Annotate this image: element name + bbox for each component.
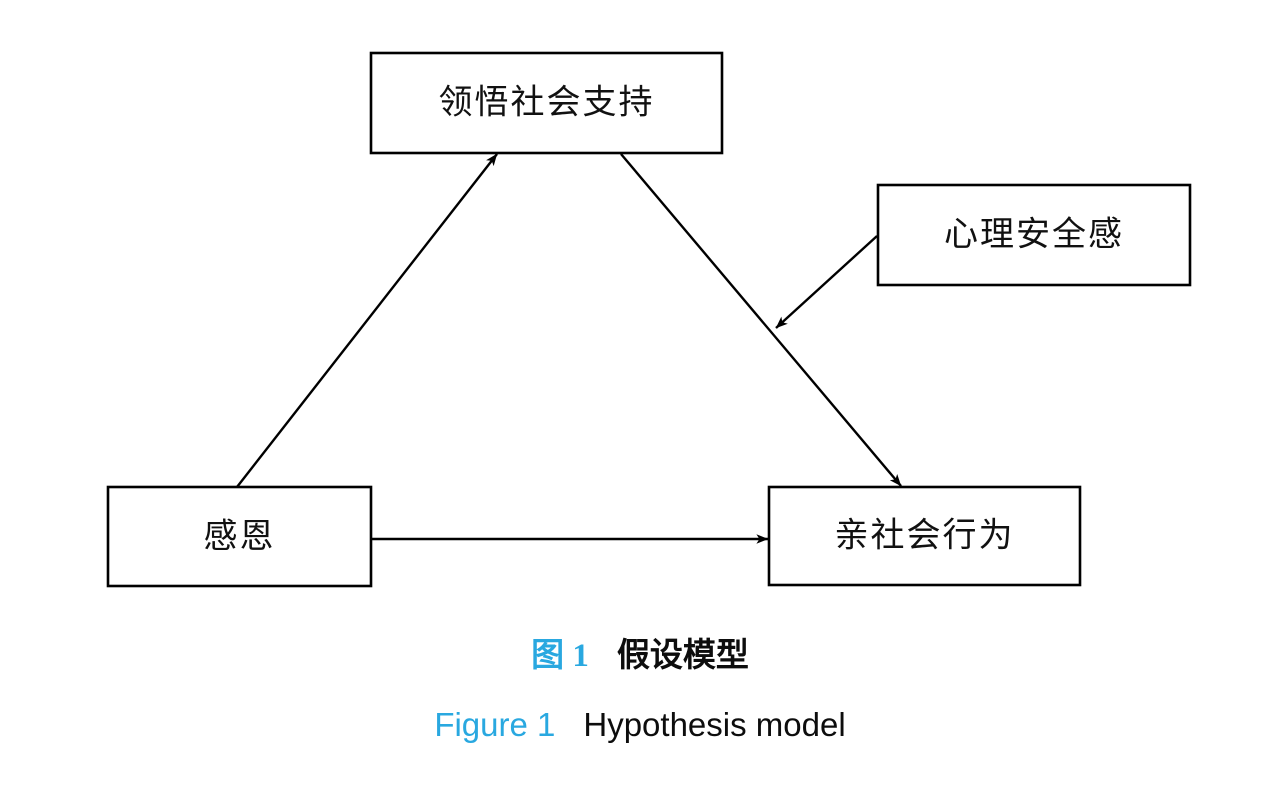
edge-perceived-social-support-to-prosocial-behavior — [620, 153, 902, 487]
edge-line-moderator — [775, 235, 878, 329]
figure-caption-english-label: Figure 1 — [434, 706, 556, 743]
node-prosocial-behavior[interactable]: 亲社会行为 — [767, 485, 1082, 587]
node-gratitude[interactable]: 感恩 — [106, 485, 373, 588]
edge-line-pss-prosocial — [620, 153, 902, 487]
edge-psychological-safety-moderator — [775, 235, 878, 329]
figure-caption-chinese: 图 1 假设模型 — [0, 628, 1280, 676]
node-label-perceived-social-support: 领悟社会支持 — [439, 84, 655, 122]
node-box-prosocial-behavior[interactable] — [767, 485, 1082, 587]
node-box-gratitude[interactable] — [106, 485, 373, 588]
node-label-psychological-safety: 心理安全感 — [944, 216, 1124, 254]
node-box-perceived-social-support[interactable] — [369, 51, 724, 155]
figure-caption-chinese-title: 假设模型 — [616, 638, 749, 674]
node-perceived-social-support[interactable]: 领悟社会支持 — [369, 51, 724, 155]
node-label-prosocial-behavior: 亲社会行为 — [835, 517, 1015, 555]
node-psychological-safety[interactable]: 心理安全感 — [876, 183, 1192, 287]
node-box-psychological-safety[interactable] — [876, 183, 1192, 287]
edge-line-gratitude-pss — [236, 153, 498, 488]
figure-caption-english: Figure 1 Hypothesis model — [0, 706, 1280, 744]
figure-caption-chinese-label: 图 1 — [531, 638, 589, 674]
node-label-gratitude: 感恩 — [204, 518, 276, 556]
figure-caption-english-title: Hypothesis model — [583, 706, 846, 743]
edge-gratitude-to-perceived-social-support — [236, 153, 498, 488]
